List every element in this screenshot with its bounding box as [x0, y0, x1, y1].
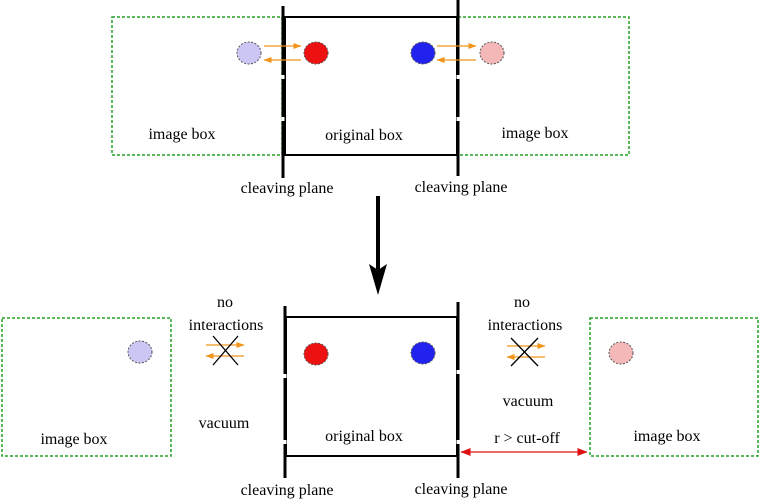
bottom-blue-atom	[410, 341, 436, 365]
bottom-right-plane-label: cleaving plane	[415, 481, 508, 498]
right-vacuum-label: vacuum	[503, 393, 554, 410]
top-red-atom	[303, 41, 329, 65]
top-image-blue-atom	[236, 41, 262, 65]
top-right-plane-label: cleaving plane	[415, 179, 508, 196]
right-interactions-label: interactions	[488, 317, 563, 334]
top-left-image-box-label: image box	[148, 126, 215, 143]
top-right-image-box	[457, 16, 630, 156]
top-original-box-label: original box	[325, 127, 403, 144]
right-blocked-interaction	[506, 337, 546, 367]
transition-down-arrow	[369, 196, 387, 295]
top-blue-atom	[410, 41, 436, 65]
bottom-red-atom	[303, 342, 329, 366]
bottom-right-image-box	[589, 317, 759, 457]
top-left-image-box	[111, 16, 283, 156]
right-no-label: no	[514, 294, 530, 311]
bottom-image-red-atom	[608, 341, 634, 365]
left-interactions-label: interactions	[189, 317, 264, 334]
bottom-original-box-label: original box	[325, 428, 403, 445]
left-vacuum-label: vacuum	[199, 415, 250, 432]
top-image-red-atom	[479, 41, 505, 65]
bottom-left-plane-label: cleaving plane	[241, 482, 334, 499]
bottom-image-blue-atom	[127, 340, 153, 364]
top-right-interaction-arrows	[436, 43, 477, 63]
top-right-image-box-label: image box	[501, 125, 568, 142]
bottom-right-image-box-label: image box	[633, 428, 700, 445]
left-no-label: no	[217, 294, 233, 311]
cutoff-label: r > cut-off	[494, 430, 560, 447]
bottom-left-image-box-label: image box	[40, 431, 107, 448]
top-left-plane-label: cleaving plane	[241, 180, 334, 197]
left-blocked-interaction	[205, 335, 245, 366]
top-left-interaction-arrows	[263, 43, 302, 63]
bottom-left-image-box	[1, 317, 172, 457]
